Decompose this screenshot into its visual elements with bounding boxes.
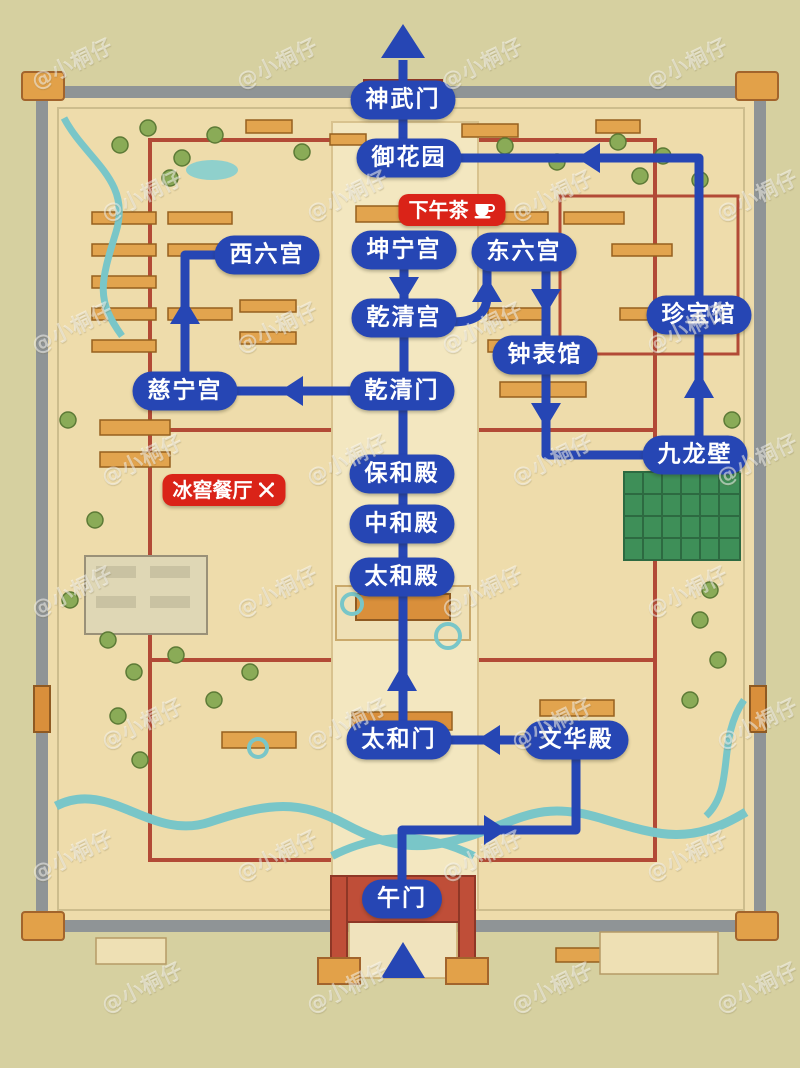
arrow-down-to-jiulongbi [531,403,561,428]
east-gate [749,685,767,733]
exit-arrow [381,24,425,58]
ice-cellar-restaurant-badge: 冰窖餐厅 [162,474,286,506]
route-node-shenwumen: 神武门 [350,80,456,120]
arrow-down-to-zhongbiaoguan [531,289,561,314]
arrow-up-to-zhenbaoguan [684,372,714,398]
arrow-down-to-qianqinggong [389,277,419,302]
route-node-yuhuayuan: 御花园 [356,138,462,178]
ice-cellar-restaurant-label: 冰窖餐厅 [172,478,253,502]
route-node-taihedian: 太和殿 [349,557,455,597]
arrow-left-to-cininggong [280,376,303,406]
route-node-qianqinggong: 乾清宫 [351,298,457,338]
route-node-cininggong: 慈宁宫 [132,371,238,411]
corner-tower-se [735,911,779,941]
palace-buildings [91,119,681,963]
route-node-zhonghedian: 中和殿 [349,504,455,544]
gray-courtyard [84,555,208,635]
corner-tower-sw [21,911,65,941]
entry-arrow [381,942,425,978]
corner-tower-ne [735,71,779,101]
route-node-baohedian: 保和殿 [349,454,455,494]
tea-cup-icon [474,204,495,219]
route-node-zhenbaoguan: 珍宝馆 [646,295,752,335]
afternoon-tea-label: 下午茶 [408,198,469,222]
corner-tower-nw [21,71,65,101]
arrow-left-to-taihemen [477,725,500,755]
west-gate [33,685,51,733]
route-node-taihemen: 太和门 [346,720,452,760]
green-lattice-block [623,471,741,561]
arrow-up-to-taihedian [387,665,417,691]
outer-bottom-buildings [95,931,719,975]
afternoon-tea-badge: 下午茶 [398,194,506,226]
route-node-wenhuadian: 文华殿 [523,720,629,760]
arrow-up-to-dongliugong [472,277,502,302]
meridian-gate-complex [317,875,489,985]
route-node-kunninggong: 坤宁宫 [351,230,457,270]
route-node-xiliugong: 西六宫 [214,235,320,275]
arrow-left-to-yuhuayuan [577,143,600,173]
route-arrows [170,24,714,978]
route-node-dongliugong: 东六宫 [471,232,577,272]
arrow-up-to-xiliugong [170,299,200,324]
fork-knife-icon [258,482,275,498]
route-node-wumen: 午门 [362,879,442,919]
garden-pond [186,160,238,180]
route-node-jiulongbi: 九龙壁 [642,435,748,475]
route-node-zhongbiaoguan: 钟表馆 [492,335,598,375]
arrow-right-to-wenhuadian [484,815,507,845]
route-node-qianqingmen: 乾清门 [349,371,455,411]
